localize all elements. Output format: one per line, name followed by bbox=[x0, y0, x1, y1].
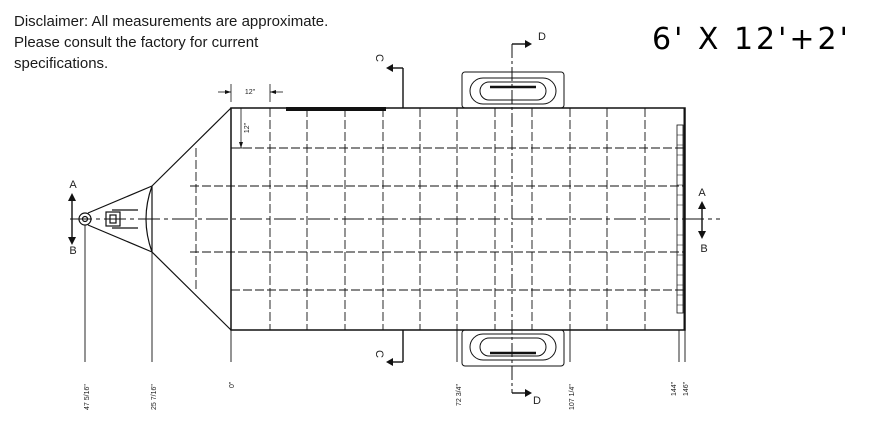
disclaimer-line-3: specifications. bbox=[14, 55, 109, 72]
dimension-leaders bbox=[84, 225, 686, 362]
bottom-dimension-labels: 47 5/16" 25 7/16" 0" 72 3/4" 107 1/4" 14… bbox=[84, 381, 690, 410]
fender-bottom bbox=[461, 329, 565, 367]
section-label-a-left: A bbox=[69, 179, 77, 191]
section-label-c-top: C bbox=[373, 54, 385, 62]
grid-dimension-vertical-label: 12" bbox=[244, 122, 251, 133]
disclaimer-line-1: Disclaimer: All measurements are approxi… bbox=[14, 13, 329, 30]
fender-top bbox=[461, 71, 565, 109]
dimension-label: 107 1/4" bbox=[569, 384, 576, 410]
dimension-label: 146" bbox=[683, 381, 690, 396]
deck-grid bbox=[70, 108, 720, 330]
disclaimer-line-2: Please consult the factory for current bbox=[14, 34, 259, 51]
section-label-b-left: B bbox=[69, 245, 76, 257]
section-d-marker bbox=[512, 43, 528, 394]
grid-dimension-horizontal-label: 12" bbox=[245, 89, 256, 96]
section-label-c-bottom: C bbox=[373, 350, 385, 358]
section-label-b-right: B bbox=[700, 243, 707, 255]
dimension-label: 47 5/16" bbox=[84, 384, 91, 410]
rear-gate bbox=[676, 124, 684, 314]
dimension-label: 25 7/16" bbox=[151, 384, 158, 410]
section-label-a-right: A bbox=[698, 187, 706, 199]
section-label-d-bottom: D bbox=[533, 395, 541, 407]
disclaimer: Disclaimer: All measurements are approxi… bbox=[14, 11, 384, 74]
grid-dimension-vertical bbox=[236, 108, 247, 149]
dimension-label: 0" bbox=[229, 381, 236, 388]
dimension-label: 72 3/4" bbox=[456, 384, 463, 406]
trailer-size-title: 6' X 12'+2' bbox=[652, 22, 851, 57]
section-label-d-top: D bbox=[538, 31, 546, 43]
dimension-label: 144" bbox=[671, 381, 678, 396]
section-c-marker bbox=[389, 67, 404, 363]
